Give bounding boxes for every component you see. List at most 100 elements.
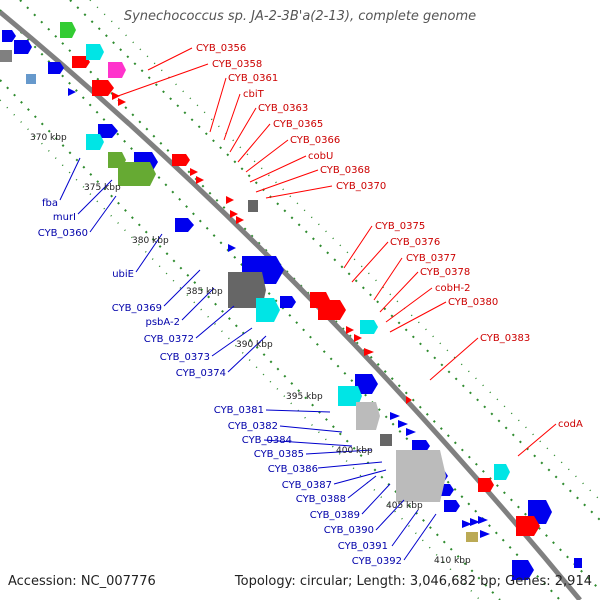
gene-block[interactable]: [480, 530, 490, 538]
gene-block[interactable]: [256, 298, 280, 322]
gene-block[interactable]: [406, 396, 412, 404]
gene-block[interactable]: [390, 412, 400, 420]
gene-label[interactable]: CYB_0373: [160, 352, 210, 363]
gene-block[interactable]: [26, 74, 36, 84]
gene-label[interactable]: CYB_0374: [176, 368, 226, 379]
gene-block[interactable]: [280, 296, 296, 308]
gene-label[interactable]: CYB_0375: [375, 221, 425, 232]
kbp-tick: 395 kbp: [286, 392, 323, 402]
gene-block[interactable]: [318, 300, 346, 320]
gene-label[interactable]: CYB_0358: [212, 59, 262, 70]
gene-block[interactable]: [356, 402, 380, 430]
gene-label[interactable]: CYB_0392: [352, 556, 402, 567]
gene-label[interactable]: CYB_0382: [228, 421, 278, 432]
gene-block[interactable]: [230, 210, 238, 218]
gene-block[interactable]: [444, 500, 460, 512]
gene-block[interactable]: [118, 98, 126, 106]
gene-label[interactable]: CYB_0378: [420, 267, 470, 278]
gene-block[interactable]: [462, 520, 472, 528]
gene-block[interactable]: [406, 428, 416, 436]
gene-block[interactable]: [346, 326, 354, 334]
gene-block[interactable]: [14, 40, 32, 54]
gene-block[interactable]: [355, 374, 378, 394]
gene-label[interactable]: ubiE: [112, 269, 134, 280]
gene-block[interactable]: [364, 348, 374, 356]
gene-block[interactable]: [172, 154, 190, 166]
gene-block[interactable]: [98, 124, 118, 138]
gene-label[interactable]: CYB_0387: [282, 480, 332, 491]
gene-block[interactable]: [196, 176, 204, 184]
gene-block[interactable]: [72, 56, 90, 68]
gene-label[interactable]: CYB_0391: [338, 541, 388, 552]
gene-block[interactable]: [2, 30, 16, 42]
gene-block[interactable]: [440, 484, 454, 496]
gene-block[interactable]: [478, 478, 494, 492]
gene-block[interactable]: [60, 22, 76, 38]
gene-block[interactable]: [338, 386, 362, 406]
gene-label[interactable]: CYB_0389: [310, 510, 360, 521]
gene-block[interactable]: [226, 196, 234, 204]
gene-block[interactable]: [494, 464, 510, 480]
gene-label[interactable]: CYB_0372: [144, 334, 194, 345]
gene-label[interactable]: fba: [42, 198, 58, 209]
gene-label[interactable]: CYB_0366: [290, 135, 340, 146]
gene-block[interactable]: [512, 560, 534, 580]
gene-block[interactable]: [112, 92, 120, 100]
gene-label[interactable]: CYB_0363: [258, 103, 308, 114]
gene-block[interactable]: [516, 516, 540, 536]
gene-label[interactable]: CYB_0368: [320, 165, 370, 176]
gene-block[interactable]: [108, 62, 126, 78]
gene-block[interactable]: [412, 440, 430, 452]
gene-block[interactable]: [574, 558, 582, 568]
kbp-tick: 390 kbp: [236, 340, 273, 350]
gene-label[interactable]: cobU: [308, 151, 333, 162]
gene-label[interactable]: CYB_0388: [296, 494, 346, 505]
gene-label[interactable]: CYB_0380: [448, 297, 498, 308]
gene-label[interactable]: cobH-2: [435, 283, 470, 294]
gene-label[interactable]: CYB_0356: [196, 43, 246, 54]
gene-block[interactable]: [248, 200, 258, 212]
gene-label[interactable]: CYB_0386: [268, 464, 318, 475]
gene-block[interactable]: [175, 218, 194, 232]
genome-backbone: [0, 10, 582, 600]
gene-block[interactable]: [478, 516, 488, 524]
gene-label[interactable]: psbA-2: [146, 317, 181, 328]
gene-block[interactable]: [236, 216, 244, 224]
gene-label[interactable]: CYB_0384: [242, 435, 292, 446]
gene-block[interactable]: [48, 62, 64, 74]
gene-label[interactable]: cbiT: [243, 89, 265, 100]
kbp-tick: 400 kbp: [336, 446, 373, 456]
gene-block[interactable]: [354, 334, 362, 342]
gene-block[interactable]: [398, 420, 408, 428]
gene-block[interactable]: [86, 44, 104, 60]
gene-label[interactable]: CYB_0377: [406, 253, 456, 264]
gene-label[interactable]: CYB_0385: [254, 449, 304, 460]
gene-label[interactable]: CYB_0383: [480, 333, 530, 344]
gene-block[interactable]: [118, 162, 156, 186]
gene-block[interactable]: [68, 88, 76, 96]
gene-label[interactable]: codA: [558, 419, 583, 430]
gene-block[interactable]: [360, 320, 378, 334]
kbp-tick: 410 kbp: [434, 556, 471, 566]
kbp-ticks: 370 kbp 375 kbp 380 kbp 385 kbp 390 kbp …: [30, 133, 471, 566]
gene-label[interactable]: murI: [53, 212, 76, 223]
forward-strand-genes: [72, 56, 540, 536]
gene-block[interactable]: [190, 168, 198, 176]
gene-block[interactable]: [92, 80, 114, 96]
gene-label[interactable]: CYB_0381: [214, 405, 264, 416]
kbp-tick: 385 kbp: [186, 287, 223, 297]
gene-block[interactable]: [86, 134, 104, 150]
gene-block[interactable]: [466, 532, 478, 542]
gene-label[interactable]: CYB_0370: [336, 181, 386, 192]
gene-block[interactable]: [396, 450, 446, 502]
gene-label[interactable]: CYB_0365: [273, 119, 323, 130]
gene-label[interactable]: CYB_0361: [228, 73, 278, 84]
gene-block[interactable]: [380, 434, 392, 446]
gene-block[interactable]: [470, 518, 480, 526]
gene-label[interactable]: CYB_0369: [112, 303, 162, 314]
gene-block[interactable]: [228, 244, 236, 252]
gene-label[interactable]: CYB_0360: [38, 228, 88, 239]
gene-block[interactable]: [0, 50, 12, 62]
gene-label[interactable]: CYB_0376: [390, 237, 440, 248]
gene-label[interactable]: CYB_0390: [324, 525, 374, 536]
